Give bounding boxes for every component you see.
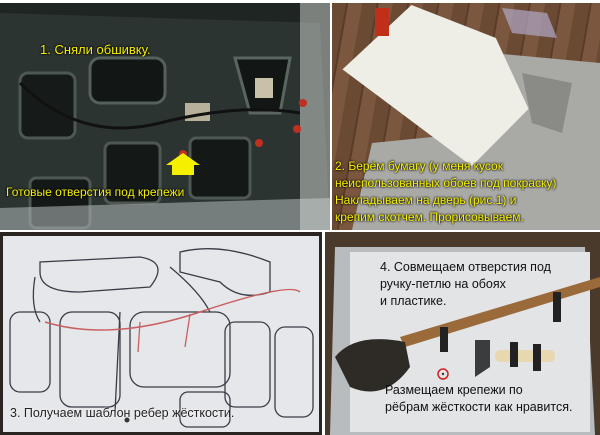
caption-step-2: 2. Берём бумагу (у меня кусок неиспользо… [335,158,556,226]
caption-line: крепим скотчем. Прорисовываем. [335,210,524,224]
caption-step-1: 1. Сняли обшивку. [40,42,151,57]
door-frame-illustration [0,3,330,230]
caption-line: Размещаем крепежи по [385,383,523,397]
caption-line: ручку-петлю на обоях [380,277,506,291]
photo-paper-on-door: 2. Берём бумагу (у меня кусок неиспользо… [332,3,600,230]
caption-place-fasteners: Размещаем крепежи по рёбрам жёсткости ка… [385,382,572,416]
caption-step-4: 4. Совмещаем отверстия под ручку-петлю н… [380,259,551,310]
paper-and-door-illustration [342,5,600,230]
caption-line: неиспользованных обоев под покраску) [335,176,557,190]
arrow-up-icon [166,153,200,175]
stiffener-template-drawing [3,236,319,432]
caption-line: 4. Совмещаем отверстия под [380,260,551,274]
caption-step-3: 3. Получаем шаблон ребер жёсткости. [10,406,235,420]
caption-fastener-holes: Готовые отверстия под крепежи [6,185,185,199]
caption-line: и пластике. [380,294,447,308]
caption-line: Накладываем на дверь (рис.1) и [335,193,517,207]
tools-illustration [330,247,600,435]
photo-door-panel-removed: 1. Сняли обшивку. Готовые отверстия под … [0,3,330,230]
marker-circle [437,368,449,380]
caption-line: 2. Берём бумагу (у меня кусок [335,159,503,173]
photo-shovel-and-axe-on-panel: 4. Совмещаем отверстия под ручку-петлю н… [325,232,600,435]
photo-paper-template: 3. Получаем шаблон ребер жёсткости. [0,232,322,435]
caption-line: рёбрам жёсткости как нравится. [385,400,573,414]
